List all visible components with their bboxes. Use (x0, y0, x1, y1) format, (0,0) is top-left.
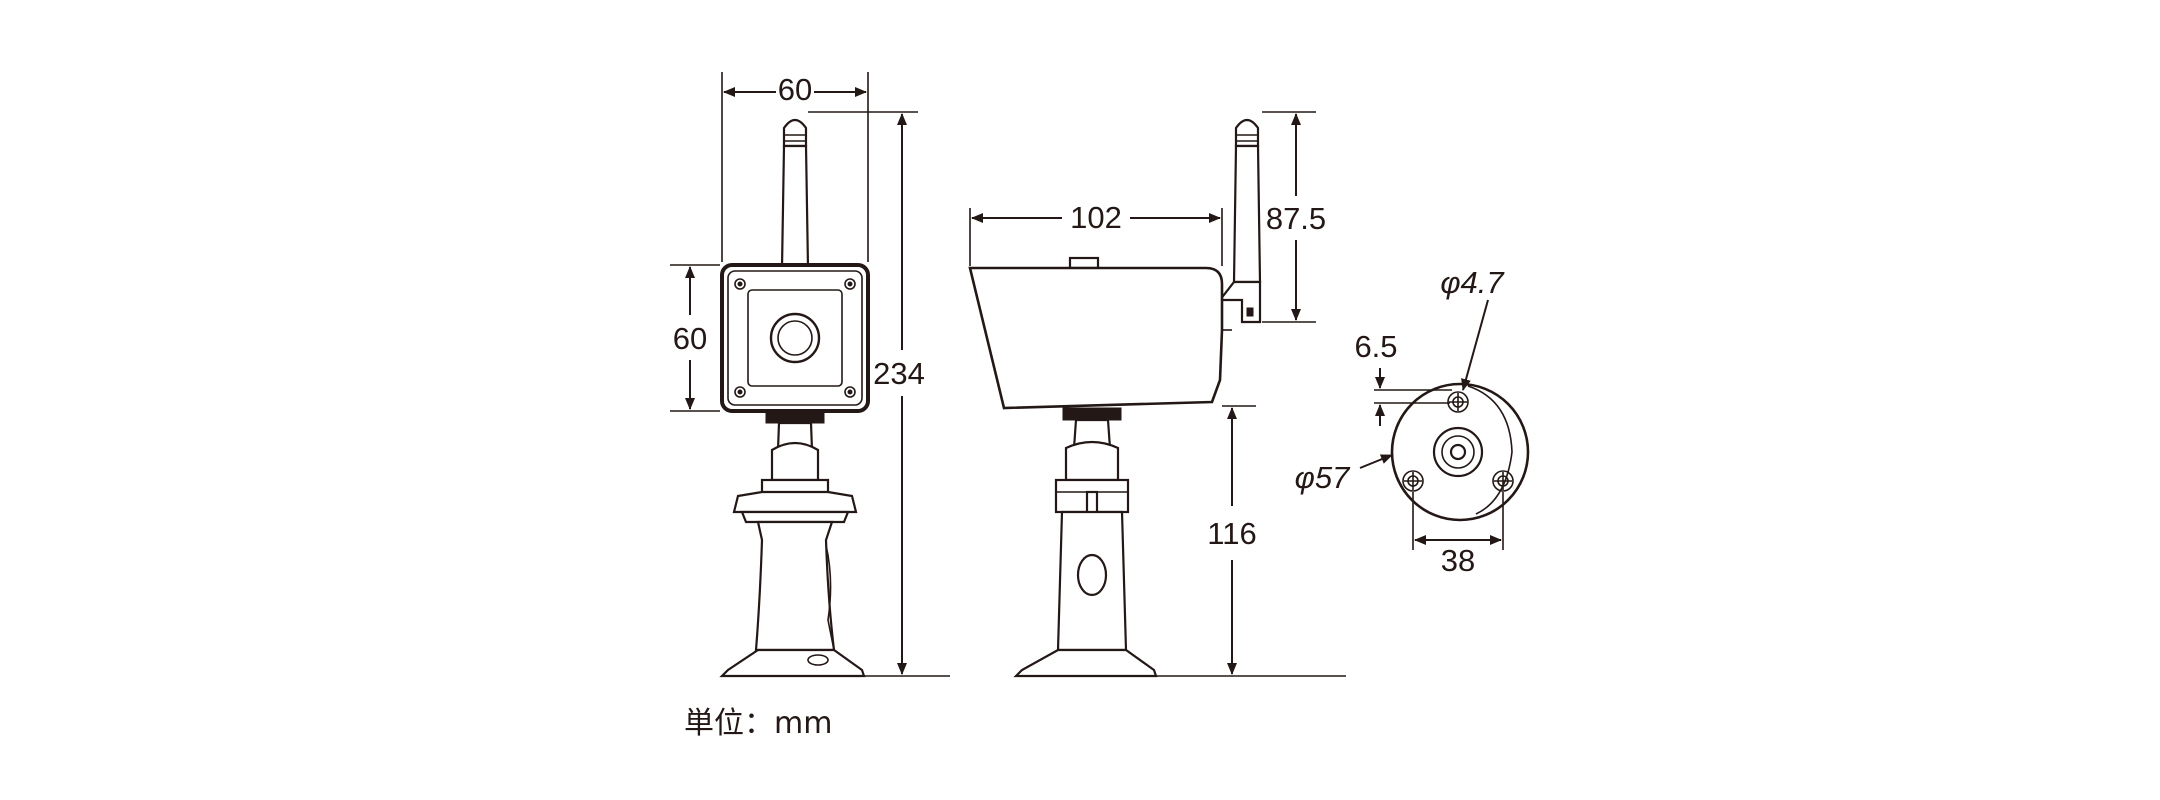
dim-hole-offset: 6.5 (1354, 329, 1397, 364)
front-antenna (780, 118, 810, 270)
dim-antenna-height: 87.5 (1266, 201, 1326, 236)
dim-stand-height: 116 (1207, 516, 1256, 551)
dim-hole-diameter: φ4.7 (1440, 265, 1505, 300)
side-antenna (1217, 118, 1262, 324)
dim-base-diameter: φ57 (1295, 460, 1351, 495)
side-view: 102 87.5 116 (968, 111, 1346, 678)
front-housing (720, 263, 870, 413)
front-dimensions (670, 72, 950, 677)
unit-note: 単位：mm (684, 706, 832, 741)
dim-side-length: 102 (1070, 200, 1122, 235)
dim-hole-spacing: 38 (1441, 543, 1475, 578)
center-boss (1432, 426, 1484, 478)
mounting-hole-right (1492, 470, 1514, 492)
side-dimensions (969, 111, 1346, 677)
dim-front-height: 60 (673, 321, 707, 356)
front-lens (769, 312, 821, 364)
mounting-hole-left (1402, 470, 1424, 492)
front-stand (719, 410, 866, 678)
front-view: 60 60 234 (670, 72, 950, 678)
side-housing (968, 256, 1232, 410)
side-stand (1013, 407, 1158, 678)
mounting-hole-top (1447, 391, 1469, 413)
base-dimensions (1359, 299, 1504, 550)
dim-total-height: 234 (873, 356, 925, 391)
dim-front-width: 60 (778, 72, 812, 107)
base-view: φ4.7 6.5 φ57 38 (1295, 265, 1530, 578)
